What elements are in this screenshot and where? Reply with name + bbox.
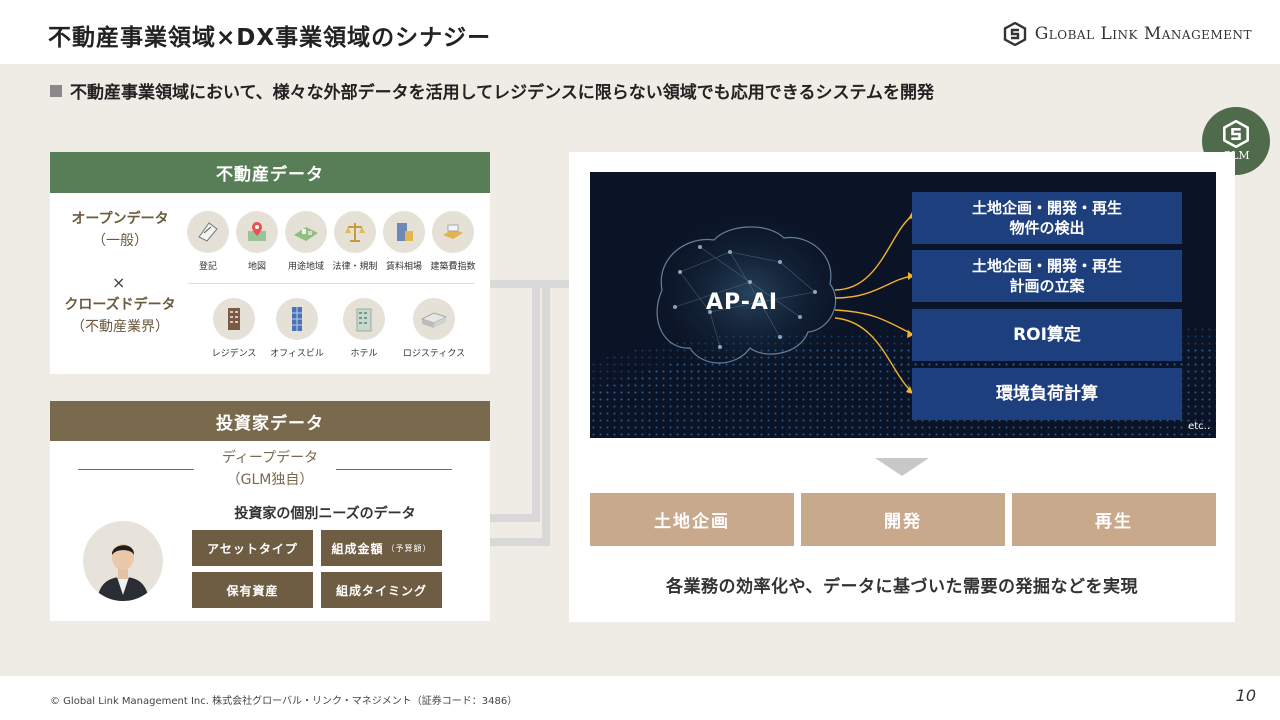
tag-timing: 組成タイミング [321, 572, 442, 608]
building-chart-icon [397, 223, 413, 241]
down-arrow-icon [875, 458, 929, 476]
slide-body: 不動産事業領域において、様々な外部データを活用してレジデンスに限らない領域でも応… [0, 64, 1280, 676]
realization-text: 各業務の効率化や、データに基づいた需要の発掘などを実現 [666, 577, 1138, 597]
closed-data-title: クローズドデータ [64, 297, 176, 313]
closed-item-label: ホテル [350, 349, 378, 359]
closed-item-residence: レジデンス [203, 298, 265, 359]
document-icon [198, 222, 218, 242]
ai-system-panel: AP-AI 土地企画・開発・再生 物件の検出 土地企画・開発・再生 計画の立案 … [569, 152, 1235, 622]
tag-asset-type: アセットタイプ [192, 530, 313, 566]
slide-header: 不動産事業領域×DX事業領域のシナジー Global Link Manageme… [0, 0, 1280, 64]
construction-cost-icon [443, 224, 463, 239]
investor-avatar [83, 521, 163, 601]
investor-data-panel: 投資家データ ディープデータ （GLM独自） 投資家の個別ニーズのデータ アセッ… [50, 401, 490, 621]
business-land-planning: 土地企画 [590, 493, 794, 546]
open-item-construction: 建築費指数 [425, 211, 481, 272]
open-data-label: オープンデータ （一般） [62, 208, 178, 252]
closed-item-office: オフィスビル [266, 298, 328, 359]
deep-data-label: ディープデータ （GLM独自） [50, 447, 490, 491]
slide-title: 不動産事業領域×DX事業領域のシナジー [48, 25, 492, 51]
closed-item-hotel: ホテル [333, 298, 395, 359]
real-estate-data-header: 不動産データ [50, 152, 490, 193]
open-item-label: 登記 [198, 262, 217, 272]
open-item-label: 地図 [247, 262, 266, 272]
residence-building-icon [228, 308, 240, 330]
map-pin-icon [248, 222, 266, 241]
row-divider [188, 283, 474, 284]
deep-data-sub: （GLM独自） [226, 472, 314, 488]
bullet-square-icon [50, 84, 62, 97]
zoning-map-icon [294, 227, 318, 241]
ai-item-line: 土地企画・開発・再生 [971, 199, 1122, 217]
logo-text: Global Link Management [1034, 24, 1252, 44]
ai-item-line: 計画の立案 [1009, 277, 1085, 295]
tag-holdings: 保有資産 [192, 572, 313, 608]
closed-data-sub: （不動産業界） [71, 319, 169, 335]
glm-logo-icon [1003, 22, 1026, 46]
ai-item-environment: 環境負荷計算 [912, 368, 1182, 420]
open-item-map: 地図 [229, 211, 285, 272]
open-data-title: オープンデータ [71, 211, 169, 227]
business-development: 開発 [801, 493, 1005, 546]
office-building-icon [292, 307, 302, 331]
ai-item-planning: 土地企画・開発・再生 計画の立案 [912, 250, 1182, 302]
deep-line-right [336, 469, 452, 470]
deep-data-title: ディープデータ [221, 450, 319, 466]
real-estate-data-panel: 不動産データ オープンデータ （一般） × クローズドデータ （不動産業界） 登… [50, 152, 490, 374]
open-item-label: 法律・規制 [332, 262, 378, 272]
scales-icon [345, 223, 365, 242]
glm-badge-icon [1223, 120, 1249, 148]
investor-data-header: 投資家データ [50, 401, 490, 441]
open-item-label: 賃料相場 [385, 262, 422, 272]
needs-title: 投資家の個別ニーズのデータ [234, 506, 416, 522]
businessman-icon [97, 544, 149, 601]
closed-item-logistics: ロジスティクス [396, 298, 472, 359]
slide-subtitle: 不動産事業領域において、様々な外部データを活用してレジデンスに限らない領域でも応… [50, 78, 934, 103]
deep-line-left [78, 469, 194, 470]
ai-item-line: 土地企画・開発・再生 [971, 257, 1122, 275]
closed-item-label: レジデンス [211, 349, 257, 359]
closed-data-label: クローズドデータ （不動産業界） [54, 294, 186, 338]
open-data-sub: （一般） [92, 233, 148, 249]
ai-item-line: ROI算定 [1013, 325, 1081, 345]
ai-item-line: 環境負荷計算 [996, 384, 1098, 404]
times-symbol: × [112, 273, 126, 292]
open-item-label: 建築費指数 [430, 262, 476, 272]
hotel-building-icon [356, 308, 372, 332]
business-regeneration: 再生 [1012, 493, 1216, 546]
ai-item-roi: ROI算定 [912, 309, 1182, 361]
ai-label: AP-AI [706, 290, 779, 315]
closed-item-label: ロジスティクス [402, 349, 466, 359]
tag-budget: 組成金額（予算額） [321, 530, 442, 566]
company-logo: Global Link Management [1003, 22, 1252, 46]
open-item-law: 法律・規制 [327, 211, 383, 272]
open-item-registry: 登記 [180, 211, 236, 272]
open-item-label: 用途地域 [287, 262, 324, 272]
closed-item-label: オフィスビル [270, 349, 324, 359]
subtitle-text: 不動産事業領域において、様々な外部データを活用してレジデンスに限らない領域でも応… [70, 83, 934, 103]
tag-budget-note: （予算額） [386, 543, 432, 553]
etc-label: etc.. [1188, 421, 1210, 432]
slide-footer: © Global Link Management Inc. 株式会社グローバル・… [0, 676, 1280, 720]
page-number: 10 [1235, 686, 1256, 705]
warehouse-icon [420, 312, 448, 328]
open-item-rent: 賃料相場 [376, 211, 432, 272]
tag-budget-label: 組成金額 [331, 541, 384, 556]
open-item-zoning: 用途地域 [278, 211, 334, 272]
ap-ai-visual: AP-AI 土地企画・開発・再生 物件の検出 土地企画・開発・再生 計画の立案 … [590, 172, 1216, 438]
ai-item-detection: 土地企画・開発・再生 物件の検出 [912, 192, 1182, 244]
copyright-text: © Global Link Management Inc. 株式会社グローバル・… [50, 696, 518, 707]
ai-item-line: 物件の検出 [1009, 219, 1085, 237]
